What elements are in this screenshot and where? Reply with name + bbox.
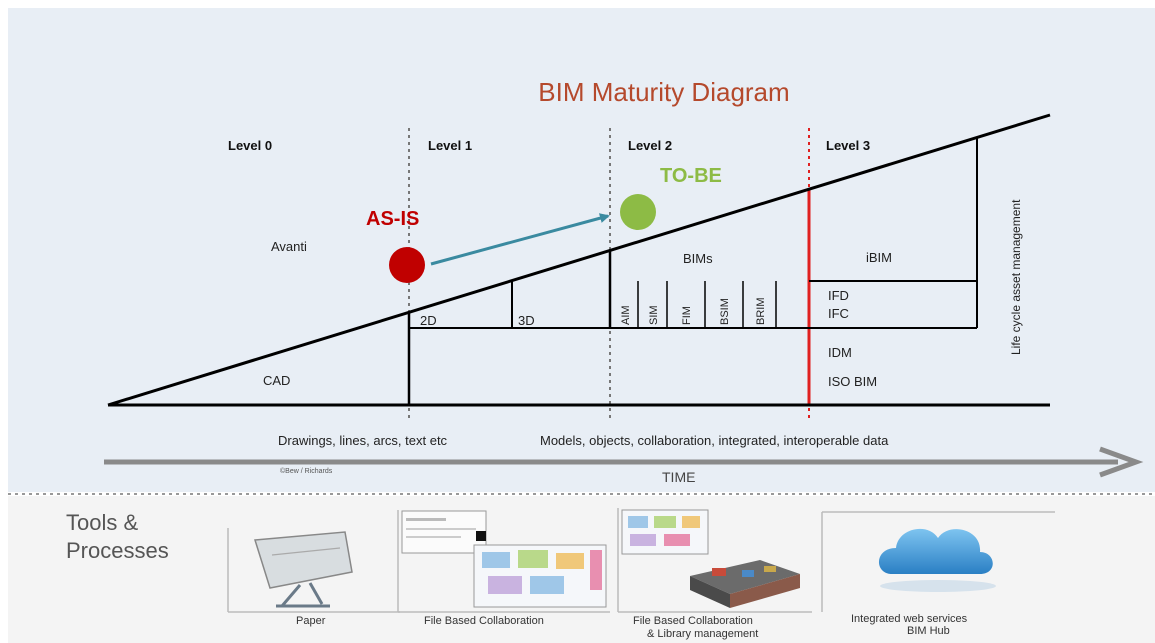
- building-model-icon: [690, 560, 800, 608]
- bim-hub-caption-line-2: BIM Hub: [907, 625, 950, 637]
- file-collab-caption: File Based Collaboration: [424, 615, 544, 627]
- avanti-label: Avanti: [271, 239, 307, 254]
- library-tool: File Based Collaboration & Library manag…: [617, 508, 812, 640]
- time-label: TIME: [662, 469, 695, 485]
- fim-label: FIM: [681, 306, 693, 325]
- time-arrowhead: [1099, 446, 1144, 478]
- bim-hub-tool: Integrated web services BIM Hub: [821, 511, 1055, 637]
- sim-label: SIM: [648, 305, 660, 325]
- file-collab-tool: File Based Collaboration: [397, 510, 610, 627]
- lifecycle-label: Life cycle asset management: [1009, 199, 1023, 355]
- library-caption-line-2: & Library management: [647, 628, 758, 640]
- level-2-label: Level 2: [628, 138, 672, 153]
- diagram-title: BIM Maturity Diagram: [538, 77, 789, 107]
- bim-column-labels: AIM SIM FIM BSIM BRIM: [620, 298, 767, 326]
- bsim-label: BSIM: [719, 298, 731, 325]
- idm-label: IDM: [828, 345, 852, 360]
- paper-tool: Paper: [227, 528, 400, 627]
- level-3-label: Level 3: [826, 138, 870, 153]
- small-black-square: [476, 531, 486, 541]
- tools-heading-line-2: Processes: [66, 538, 169, 563]
- bims-label: BIMs: [683, 251, 713, 266]
- drafting-table-icon: [254, 531, 353, 608]
- iso-bim-label: ISO BIM: [828, 374, 877, 389]
- cad-label: CAD: [263, 373, 290, 388]
- brim-label: BRIM: [755, 298, 767, 326]
- to-be-marker: [620, 194, 656, 230]
- ifd-label: IFD: [828, 288, 849, 303]
- transition-arrow: [430, 213, 610, 266]
- copyright-label: ©Bew / Richards: [280, 467, 333, 475]
- maturity-slope: [107, 113, 1051, 407]
- bim-hub-caption-line-1: Integrated web services: [851, 613, 968, 625]
- drawings-description: Drawings, lines, arcs, text etc: [278, 433, 448, 448]
- library-caption-line-1: File Based Collaboration: [633, 615, 753, 627]
- models-description: Models, objects, collaboration, integrat…: [540, 433, 889, 448]
- diagram-background: [8, 8, 1155, 492]
- ibim-label: iBIM: [866, 250, 892, 265]
- to-be-label: TO-BE: [660, 165, 722, 187]
- paper-caption: Paper: [296, 615, 326, 627]
- as-is-label: AS-IS: [366, 208, 419, 230]
- 3d-label: 3D: [518, 313, 535, 328]
- aim-label: AIM: [620, 305, 632, 325]
- tools-heading-line-1: Tools &: [66, 510, 138, 535]
- cloud-icon: [878, 528, 996, 592]
- level-0-label: Level 0: [228, 138, 272, 153]
- ifc-label: IFC: [828, 306, 849, 321]
- cad-screenshot-thumbnail: [401, 510, 487, 554]
- as-is-marker: [389, 247, 425, 283]
- level-1-label: Level 1: [428, 138, 472, 153]
- 2d-label: 2D: [420, 313, 437, 328]
